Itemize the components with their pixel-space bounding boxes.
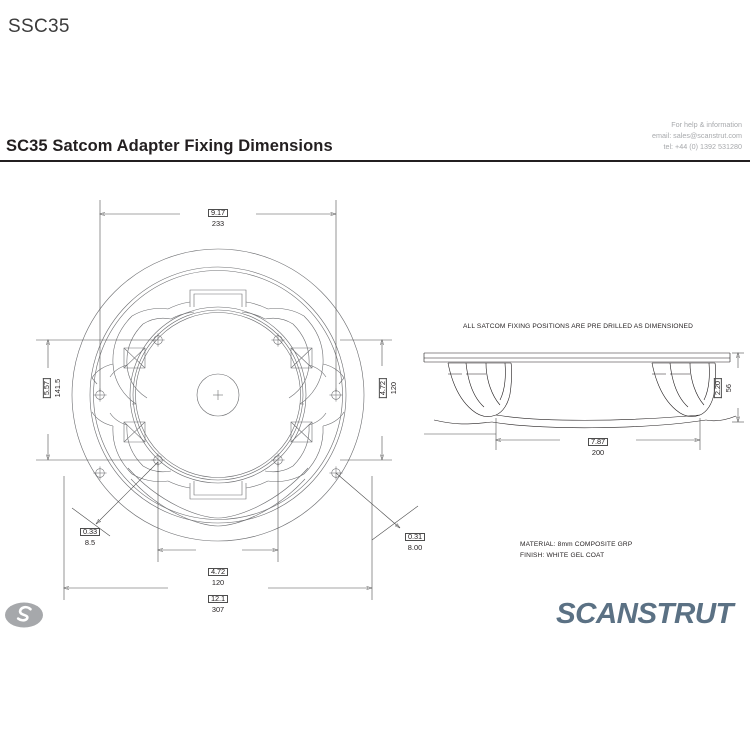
bolt-hole-lower-left	[93, 466, 107, 480]
document-code: SSC35	[8, 16, 70, 37]
dimension-side-height: 2.20 56	[707, 356, 733, 420]
dimension-outer-width: 9.17 233	[186, 202, 250, 228]
dimension-bolt-circle-vertical: 4.72 120	[372, 356, 398, 420]
dimension-overall-width: 12.1 307	[186, 588, 250, 614]
note-fixing-positions: ALL SATCOM FIXING POSITIONS ARE PRE DRIL…	[463, 323, 694, 330]
drawing-canvas	[0, 168, 750, 638]
scanstrut-s-logo-icon	[4, 600, 44, 630]
title-divider	[0, 160, 750, 162]
dimension-bolt-circle-horizontal: 4.72 120	[186, 561, 250, 587]
dimension-lines-top-view	[36, 200, 392, 600]
dimension-overall-height: 5.57 141.5	[41, 378, 63, 399]
dimension-hole-large: 0.31 8.00	[391, 526, 439, 552]
contact-help-line: For help & information	[671, 120, 742, 129]
contact-block: For help & information email: sales@scan…	[652, 119, 742, 152]
dimension-hole-small: 0.33 8.5	[66, 521, 114, 547]
dimension-side-base-width: 7.87 200	[566, 431, 630, 457]
note-material: MATERIAL: 8mm COMPOSITE GRP	[520, 541, 633, 548]
contact-email: email: sales@scanstrut.com	[652, 131, 742, 141]
top-view-geometry	[71, 248, 365, 542]
note-finish: FINISH: WHITE GEL COAT	[520, 552, 605, 559]
technical-drawing-svg	[36, 200, 744, 600]
contact-telephone: tel: +44 (0) 1392 531280	[663, 142, 742, 152]
dimension-lines-side-view	[424, 353, 744, 450]
page-title: SC35 Satcom Adapter Fixing Dimensions	[6, 137, 333, 155]
side-view-geometry	[423, 352, 737, 429]
scanstrut-wordmark: SCANSTRUT	[556, 598, 734, 630]
hole-callout-leaders	[71, 461, 419, 541]
